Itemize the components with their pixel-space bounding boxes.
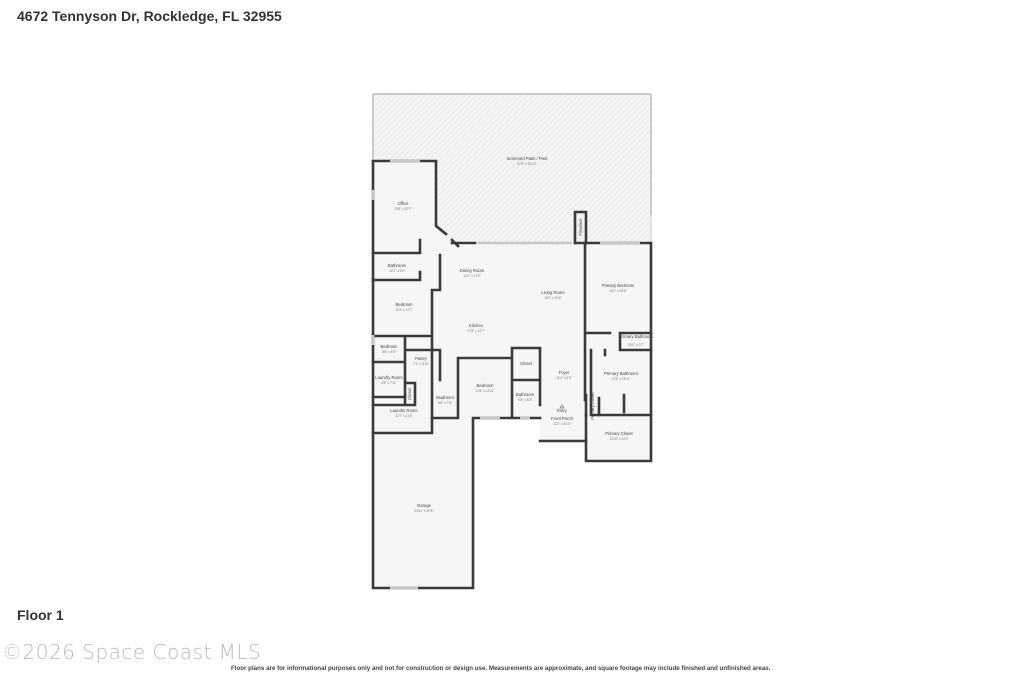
svg-text:Foyer: Foyer	[559, 370, 570, 375]
svg-text:Dining Room: Dining Room	[460, 268, 485, 273]
svg-text:5'8" x 7'6": 5'8" x 7'6"	[438, 401, 452, 405]
svg-text:Closet: Closet	[520, 361, 533, 366]
windows	[371, 93, 652, 590]
room-label: Closet	[407, 387, 412, 400]
svg-text:Screened Patio / Pool: Screened Patio / Pool	[507, 156, 548, 161]
svg-text:8'8" x 9'3": 8'8" x 9'3"	[382, 350, 396, 354]
room-label: Fireplace	[578, 218, 583, 236]
svg-text:9'5" x 8'8": 9'5" x 8'8"	[518, 398, 532, 402]
svg-text:13'10" x 10'0": 13'10" x 10'0"	[609, 437, 628, 441]
entry-arrow-icon	[559, 404, 565, 409]
svg-text:8'8" x 7'11": 8'8" x 7'11"	[381, 381, 396, 385]
svg-text:Bathroom: Bathroom	[516, 392, 535, 397]
svg-text:Laundry Room: Laundry Room	[375, 375, 403, 380]
watermark: ©2026 Space Coast MLS	[2, 640, 262, 664]
property-address: 4672 Tennyson Dr, Rockledge, FL 32955	[17, 8, 282, 24]
svg-text:12'7" x 11'6": 12'7" x 11'6"	[395, 414, 412, 418]
svg-text:23'11" x 37'8": 23'11" x 37'8"	[414, 509, 433, 513]
svg-text:17'8" x 12'7": 17'8" x 12'7"	[467, 329, 484, 333]
room-label: Primary Bathroom 5'10" x 3'7"	[619, 334, 653, 347]
svg-text:Mudroom: Mudroom	[436, 395, 454, 400]
svg-text:11'8" x 12'11": 11'8" x 12'11"	[476, 389, 495, 393]
room-label: Closet	[520, 361, 533, 366]
svg-text:Bedroom: Bedroom	[381, 344, 399, 349]
svg-text:10'2" x 5'3": 10'2" x 5'3"	[389, 269, 405, 273]
svg-text:Bedroom: Bedroom	[396, 302, 414, 307]
svg-text:67'6" x 32'10": 67'6" x 32'10"	[517, 162, 536, 166]
walls	[371, 159, 653, 590]
svg-text:Bedroom: Bedroom	[477, 383, 495, 388]
svg-text:Fireplace: Fireplace	[578, 218, 583, 236]
svg-text:Closet: Closet	[407, 387, 412, 400]
svg-text:Front Porch: Front Porch	[551, 416, 574, 421]
svg-text:14'1" x 11'5": 14'1" x 11'5"	[463, 274, 480, 278]
svg-text:5'10" x 3'7": 5'10" x 3'7"	[628, 343, 644, 347]
svg-text:14'2" x 18'8": 14'2" x 18'8"	[609, 289, 626, 293]
svg-text:Kitchen: Kitchen	[469, 323, 484, 328]
svg-text:Living Room: Living Room	[541, 290, 565, 295]
svg-text:Pantry: Pantry	[415, 356, 428, 361]
svg-text:13'8" x 20'7": 13'8" x 20'7"	[394, 207, 411, 211]
svg-text:10'2" x 8'10": 10'2" x 8'10"	[553, 422, 570, 426]
svg-text:Office: Office	[398, 201, 410, 206]
room-label: Primary Closet	[590, 391, 595, 419]
svg-text:11'4" x 9'5": 11'4" x 9'5"	[556, 376, 571, 380]
svg-text:18'2" x 20'6": 18'2" x 20'6"	[544, 296, 561, 300]
svg-text:Primary Bathroom: Primary Bathroom	[619, 334, 653, 339]
svg-text:Entry: Entry	[557, 408, 568, 413]
disclaimer: Floor plans are for informational purpos…	[231, 665, 771, 672]
svg-text:Primary Bathroom: Primary Bathroom	[604, 371, 638, 376]
room-label: Entry	[557, 408, 568, 413]
floor-label: Floor 1	[17, 607, 64, 623]
svg-text:12'8" x 15'11": 12'8" x 15'11"	[611, 377, 630, 381]
svg-text:Primary Bedroom: Primary Bedroom	[602, 283, 635, 288]
svg-text:Garage: Garage	[417, 503, 432, 508]
svg-text:14'3" x 12'7": 14'3" x 12'7"	[395, 308, 412, 312]
svg-text:Primary Closet: Primary Closet	[605, 431, 633, 436]
svg-text:Primary Closet: Primary Closet	[590, 391, 595, 419]
svg-text:Laundry Room: Laundry Room	[390, 408, 418, 413]
svg-text:7'1" x 8'10": 7'1" x 8'10"	[413, 362, 429, 366]
svg-text:Bathroom: Bathroom	[388, 263, 407, 268]
